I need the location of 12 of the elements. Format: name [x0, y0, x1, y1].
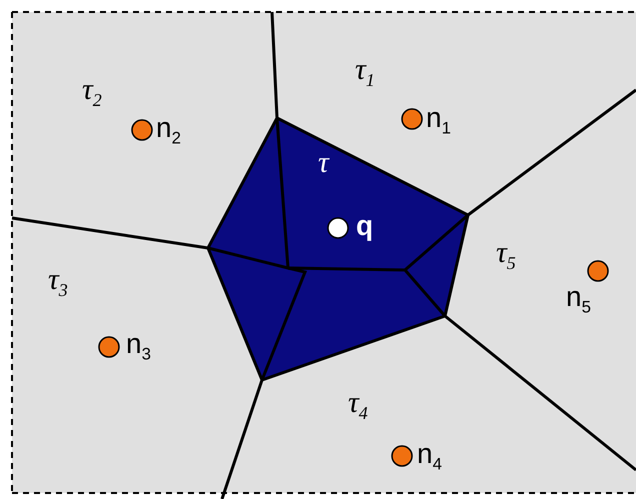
point-label: n$_{3}$ — [126, 330, 151, 364]
region-label: τ$_{2}$ — [82, 75, 102, 109]
point-label: n$_{1}$ — [426, 104, 451, 138]
region-label: τ — [318, 148, 329, 178]
point-label: n$_{5}$ — [566, 283, 591, 316]
region-label: τ$_{4}$ — [348, 388, 368, 422]
point-label: n$_{2}$ — [156, 114, 181, 148]
region-label: τ$_{3}$ — [48, 265, 68, 299]
point-label: n$_{4}$ — [417, 440, 442, 474]
region-label: τ$_{1}$ — [355, 55, 375, 89]
region-label: τ$_{5}$ — [496, 238, 516, 272]
point-label: q — [356, 212, 374, 240]
